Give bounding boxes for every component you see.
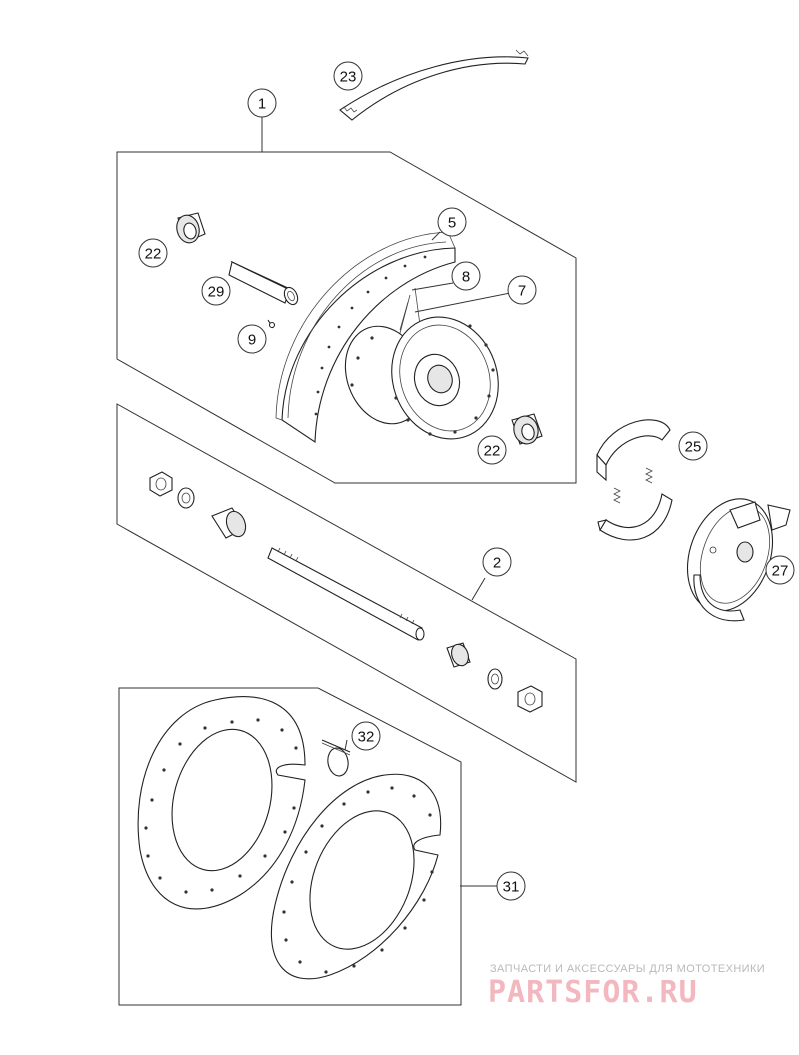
callout-22-top: 22 [138,238,168,268]
callout-7-label: 7 [518,283,526,300]
watermark-logo: PARTSFOR.RU [488,975,698,1010]
cable-tie-part [321,739,351,777]
washer-left-part [177,487,195,509]
leader-lines [261,117,511,887]
callout-31: 31 [496,871,526,901]
wheel-hub-part [344,287,499,440]
callout-1-label: 1 [258,96,266,113]
rim-tape-part [339,49,529,121]
callout-7: 7 [507,275,537,305]
callout-27-label: 27 [772,563,789,580]
spacer-left-part [211,507,247,539]
spacer-right-part [446,642,471,668]
axle-nut-right-part [517,685,543,713]
axle-nut-left-part [149,471,173,497]
callout-25-label: 25 [685,439,702,456]
callout-5-label: 5 [448,215,456,232]
callout-2-label: 2 [493,555,501,572]
wheel-bearing-top-part [176,212,206,244]
watermark: ЗАПЧАСТИ И АКСЕССУАРЫ ДЛЯ МОТОТЕХНИКИ PA… [488,963,765,1010]
callout-32: 32 [351,721,381,751]
callout-23-label: 23 [340,69,357,86]
brake-shoes-part [596,419,673,541]
callout-5: 5 [437,207,467,237]
callout-8: 8 [451,261,481,291]
wheel-bearing-bottom-part [511,413,543,445]
callout-29: 29 [201,276,231,306]
screw-part [267,319,276,329]
group-31-disc-panel [118,687,462,1006]
callout-1: 1 [247,88,277,118]
callout-31-label: 31 [503,879,520,896]
callout-27: 27 [765,555,795,585]
brake-plate-part [686,498,791,622]
callout-25: 25 [678,431,708,461]
callout-22-bottom-label: 22 [484,443,501,460]
callout-8-label: 8 [462,269,470,286]
callout-22-top-label: 22 [145,246,162,263]
washer-right-part [487,668,503,690]
callout-29-label: 29 [208,284,225,301]
wheel-rim-part [275,231,456,444]
spacer-tube-part [228,260,299,306]
callout-32-label: 32 [358,729,375,746]
callout-9: 9 [237,324,267,354]
disc-cover-back-part [137,696,306,910]
callout-22-bottom: 22 [477,435,507,465]
callout-23: 23 [333,61,363,91]
group-1-wheel-panel [116,151,577,484]
watermark-tagline: ЗАПЧАСТИ И АКСЕССУАРЫ ДЛЯ МОТОТЕХНИКИ [490,963,765,975]
callout-2: 2 [482,547,512,577]
callout-9-label: 9 [248,332,256,349]
disc-cover-front-part [270,773,442,980]
group-2-axle-panel [116,403,577,783]
axle-part [267,547,425,641]
